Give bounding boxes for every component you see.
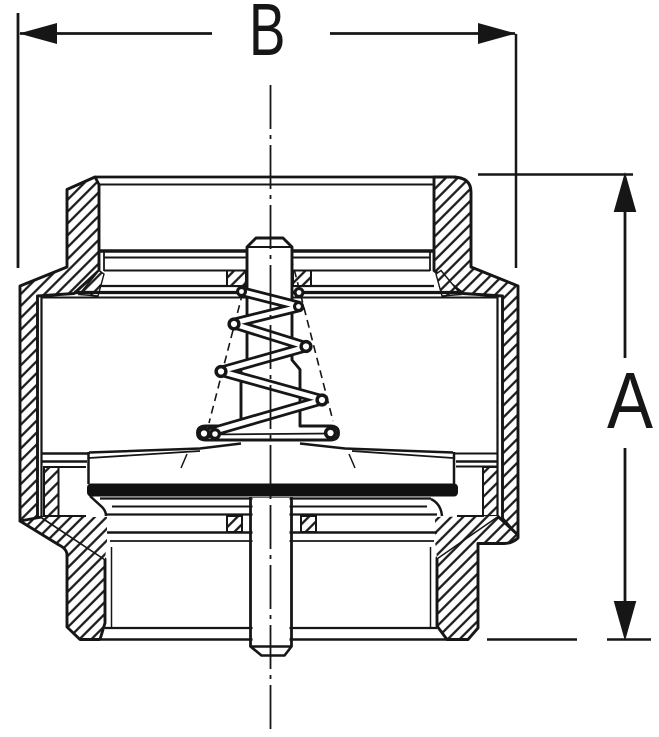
svg-text:B: B <box>249 0 286 71</box>
svg-text:A: A <box>607 356 654 445</box>
